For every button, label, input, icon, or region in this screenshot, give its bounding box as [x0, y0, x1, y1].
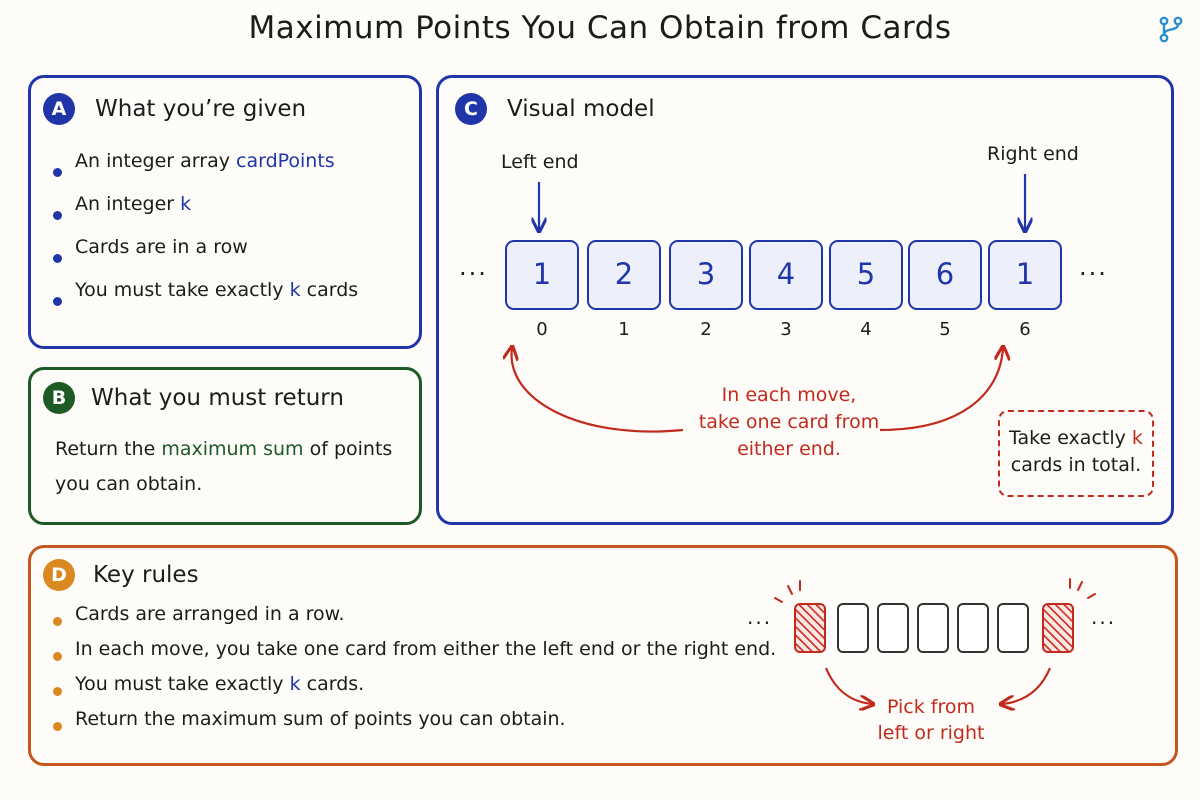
- card-index: 6: [1019, 319, 1031, 340]
- panel-given: A What you’re given An integer array car…: [28, 75, 422, 349]
- card-3: 4: [749, 240, 823, 310]
- panel-a-title: What you’re given: [95, 96, 307, 122]
- mini-card-right-picked: [1042, 603, 1074, 653]
- card-index: 3: [780, 319, 792, 340]
- branch-logo-icon: [1159, 16, 1183, 43]
- card-5: 6: [908, 240, 982, 310]
- return-description: Return the maximum sum of points you can…: [55, 438, 393, 495]
- rule-item: You must take exactly k cards.: [49, 673, 776, 708]
- badge-c: C: [455, 93, 487, 125]
- rule-item: Cards are arranged in a row.: [49, 603, 776, 638]
- left-end-label: Left end: [501, 151, 579, 173]
- mini-card: [997, 603, 1029, 653]
- left-ellipsis: ···: [459, 260, 488, 288]
- panel-b-title: What you must return: [91, 385, 344, 411]
- mini-card: [957, 603, 989, 653]
- panel-visual-model: C Visual model Left end Right end ··· ··…: [436, 75, 1174, 525]
- panel-key-rules: D Key rules Cards are arranged in a row.…: [28, 545, 1178, 766]
- right-pick-sparkle-icon: [1069, 578, 1096, 599]
- mini-right-ellipsis: ···: [1091, 611, 1117, 635]
- panel-d-title: Key rules: [93, 562, 199, 588]
- card-index: 5: [939, 319, 951, 340]
- pick-left-arrow: [824, 667, 872, 704]
- right-end-label: Right end: [987, 143, 1079, 165]
- panel-return: B What you must return Return the maximu…: [28, 367, 422, 525]
- given-item: An integer array cardPoints: [49, 150, 358, 193]
- left-move-arrow: [512, 348, 684, 433]
- card-1: 2: [587, 240, 661, 310]
- move-note: In each move, take one card from either …: [698, 384, 880, 460]
- mini-card-left-picked: [794, 603, 826, 653]
- given-item: You must take exactly k cards: [49, 279, 358, 322]
- badge-d: D: [43, 559, 75, 591]
- rule-item: Return the maximum sum of points you can…: [49, 708, 776, 743]
- mini-card: [877, 603, 909, 653]
- card-index: 0: [536, 319, 548, 340]
- mini-card: [837, 603, 869, 653]
- panel-c-title: Visual model: [507, 96, 655, 122]
- mini-card: [917, 603, 949, 653]
- card-index: 4: [860, 319, 872, 340]
- card-2: 3: [669, 240, 743, 310]
- given-item: An integer k: [49, 193, 358, 236]
- right-ellipsis: ···: [1079, 260, 1108, 288]
- given-list: An integer array cardPoints An integer k…: [49, 150, 358, 322]
- mini-left-ellipsis: ···: [747, 611, 773, 635]
- given-item: Cards are in a row: [49, 236, 358, 279]
- card-index: 2: [700, 319, 712, 340]
- badge-b: B: [43, 382, 75, 414]
- pick-note: Pick from left or right: [877, 696, 985, 744]
- card-0: 1: [505, 240, 579, 310]
- pick-right-arrow: [1002, 667, 1052, 704]
- card-4: 5: [829, 240, 903, 310]
- rule-item: In each move, you take one card from eit…: [49, 638, 776, 673]
- badge-a: A: [43, 93, 75, 125]
- card-6: 1: [988, 240, 1062, 310]
- take-k-total-box: Take exactly k cards in total.: [998, 410, 1154, 497]
- left-pick-sparkle-icon: [774, 580, 801, 603]
- page-title: Maximum Points You Can Obtain from Cards: [248, 10, 952, 46]
- card-index: 1: [618, 319, 630, 340]
- rules-list: Cards are arranged in a row. In each mov…: [49, 603, 776, 743]
- right-move-arrow: [879, 348, 1003, 432]
